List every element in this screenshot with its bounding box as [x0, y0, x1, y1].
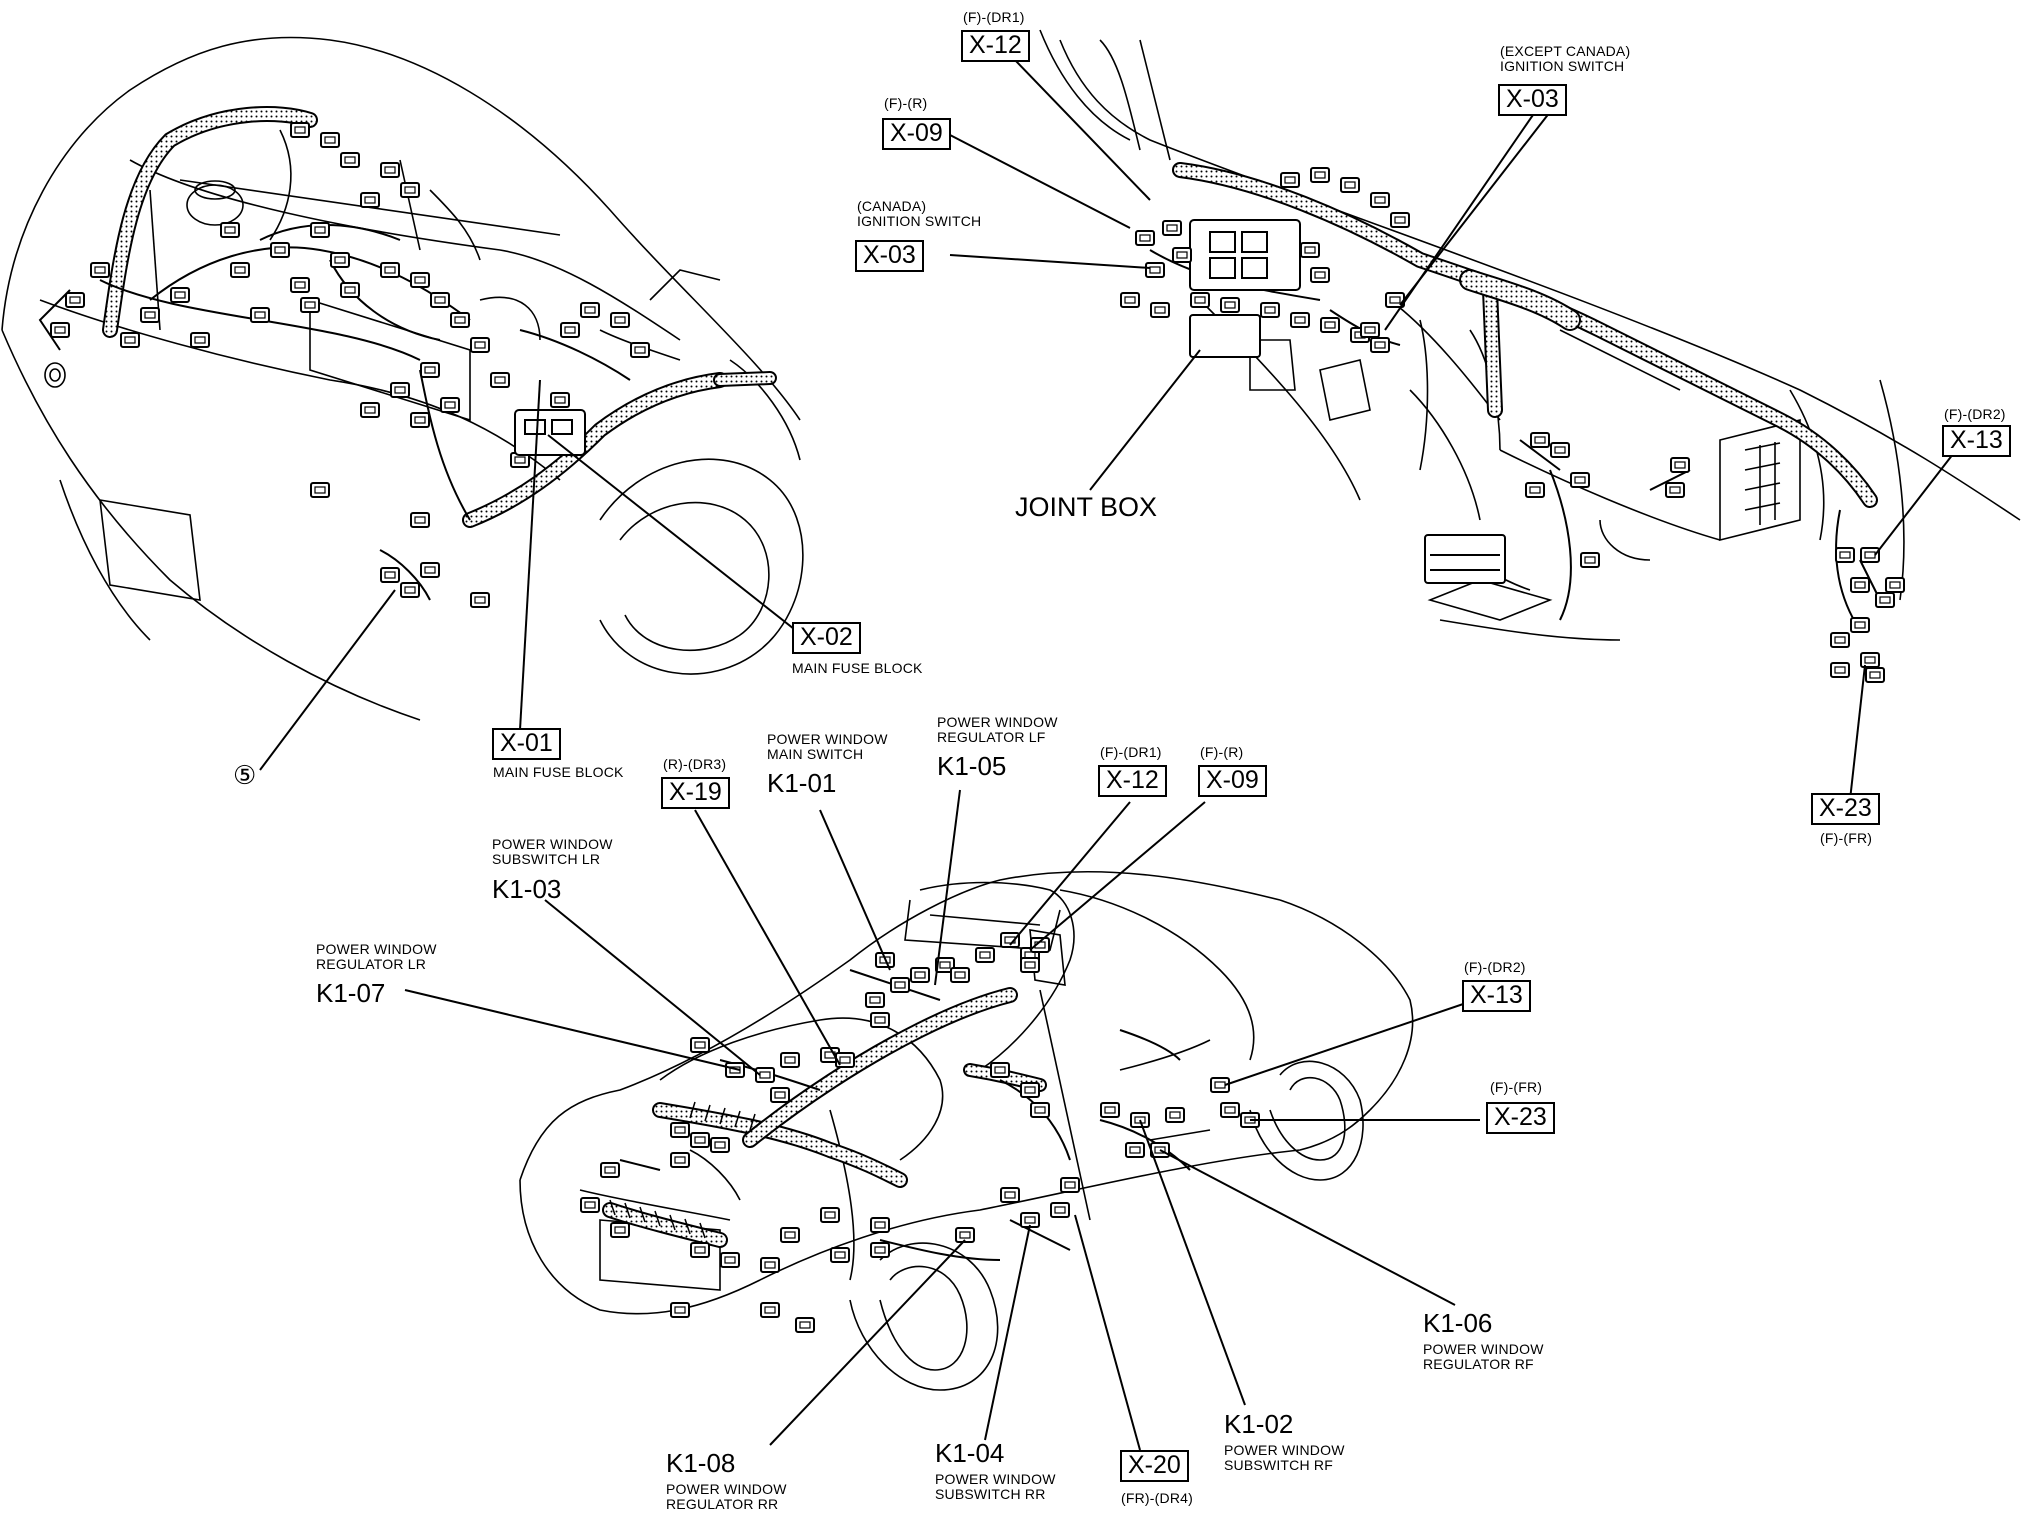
k108-desc2: REGULATOR RR: [666, 1496, 779, 1512]
k108-desc1: POWER WINDOW: [666, 1481, 787, 1497]
rear-car-outline: [519, 870, 1414, 1391]
rear-harness: [580, 932, 1260, 1333]
dash-x03-canada-sub2: IGNITION SWITCH: [857, 213, 982, 229]
k106-code: K1-06: [1423, 1308, 1493, 1338]
k105-desc2: REGULATOR LF: [937, 729, 1046, 745]
rear-x20-code: X-20: [1120, 1450, 1189, 1482]
k106-desc1: POWER WINDOW: [1423, 1341, 1544, 1357]
dash-outline: [1039, 29, 2021, 641]
dash-x03-except-sub: (EXCEPT CANADA) IGNITION SWITCH: [1500, 44, 1630, 74]
k107-description: POWER WINDOW REGULATOR LR: [316, 942, 437, 972]
dash-x03-canada-code: X-03: [855, 240, 924, 272]
k102-description: POWER WINDOW SUBSWITCH RF: [1224, 1443, 1345, 1473]
joint-box-label: JOINT BOX: [1015, 492, 1158, 522]
k104-desc1: POWER WINDOW: [935, 1471, 1056, 1487]
ground-point-symbol: ⑤: [233, 761, 257, 791]
dash-x03-canada-sub: (CANADA) IGNITION SWITCH: [857, 199, 981, 229]
rear-x09-sub: (F)-(R): [1200, 744, 1244, 760]
rear-x23-sub: (F)-(FR): [1490, 1079, 1543, 1095]
k108-code: K1-08: [666, 1448, 736, 1478]
dash-x09-code: X-09: [882, 118, 951, 150]
rear-x23-code: X-23: [1486, 1102, 1555, 1134]
rear-x20-sub: (FR)-(DR4): [1121, 1490, 1193, 1506]
x02-description: MAIN FUSE BLOCK: [792, 660, 923, 676]
dash-x23-code: X-23: [1811, 793, 1880, 825]
rear-x12-sub: (F)-(DR1): [1100, 744, 1162, 760]
dash-x03-canada-sub1: (CANADA): [857, 198, 927, 214]
k107-code: K1-07: [316, 978, 386, 1008]
dash-x12-code: X-12: [961, 30, 1030, 62]
rear-x13-code: X-13: [1462, 980, 1531, 1012]
dash-x23-sub: (F)-(FR): [1820, 830, 1873, 846]
k104-desc2: SUBSWITCH RR: [935, 1486, 1046, 1502]
dash-x03-except-sub1: (EXCEPT CANADA): [1500, 43, 1631, 59]
k105-desc1: POWER WINDOW: [937, 714, 1058, 730]
k105-description: POWER WINDOW REGULATOR LF: [937, 715, 1058, 745]
k103-description: POWER WINDOW SUBSWITCH LR: [492, 837, 613, 867]
leader-lines: [259, 59, 1961, 1451]
k105-code: K1-05: [937, 751, 1007, 781]
k101-description: POWER WINDOW MAIN SWITCH: [767, 732, 888, 762]
rear-x09-code: X-09: [1198, 765, 1267, 797]
k101-desc1: POWER WINDOW: [767, 731, 888, 747]
k106-desc2: REGULATOR RF: [1423, 1356, 1534, 1372]
dash-x03-except-sub2: IGNITION SWITCH: [1500, 58, 1625, 74]
k102-desc2: SUBSWITCH RF: [1224, 1457, 1333, 1473]
k102-code: K1-02: [1224, 1409, 1294, 1439]
k104-code: K1-04: [935, 1438, 1005, 1468]
x01-connector-code: X-01: [492, 728, 561, 760]
front-harness: [38, 106, 777, 608]
k101-code: K1-01: [767, 768, 837, 798]
rear-x19-sub: (R)-(DR3): [663, 756, 727, 772]
k101-desc2: MAIN SWITCH: [767, 746, 864, 762]
k106-description: POWER WINDOW REGULATOR RF: [1423, 1342, 1544, 1372]
k103-desc1: POWER WINDOW: [492, 836, 613, 852]
rear-x19-code: X-19: [661, 777, 730, 809]
rear-x12-code: X-12: [1098, 765, 1167, 797]
k103-desc2: SUBSWITCH LR: [492, 851, 601, 867]
front-car-outline: [1, 36, 804, 721]
dash-x13-code: X-13: [1942, 425, 2011, 457]
dash-harness: [1120, 162, 1905, 683]
dash-x09-sub: (F)-(R): [884, 95, 928, 111]
k102-desc1: POWER WINDOW: [1224, 1442, 1345, 1458]
rear-x13-sub: (F)-(DR2): [1464, 959, 1526, 975]
dash-x13-sub: (F)-(DR2): [1944, 406, 2006, 422]
x01-description: MAIN FUSE BLOCK: [493, 764, 624, 780]
x02-connector-code: X-02: [792, 622, 861, 654]
k108-description: POWER WINDOW REGULATOR RR: [666, 1482, 787, 1512]
dash-x03-except-code: X-03: [1498, 84, 1567, 116]
k107-desc1: POWER WINDOW: [316, 941, 437, 957]
k107-desc2: REGULATOR LR: [316, 956, 427, 972]
k103-code: K1-03: [492, 874, 562, 904]
k104-description: POWER WINDOW SUBSWITCH RR: [935, 1472, 1056, 1502]
dash-x12-sub: (F)-(DR1): [963, 9, 1025, 25]
